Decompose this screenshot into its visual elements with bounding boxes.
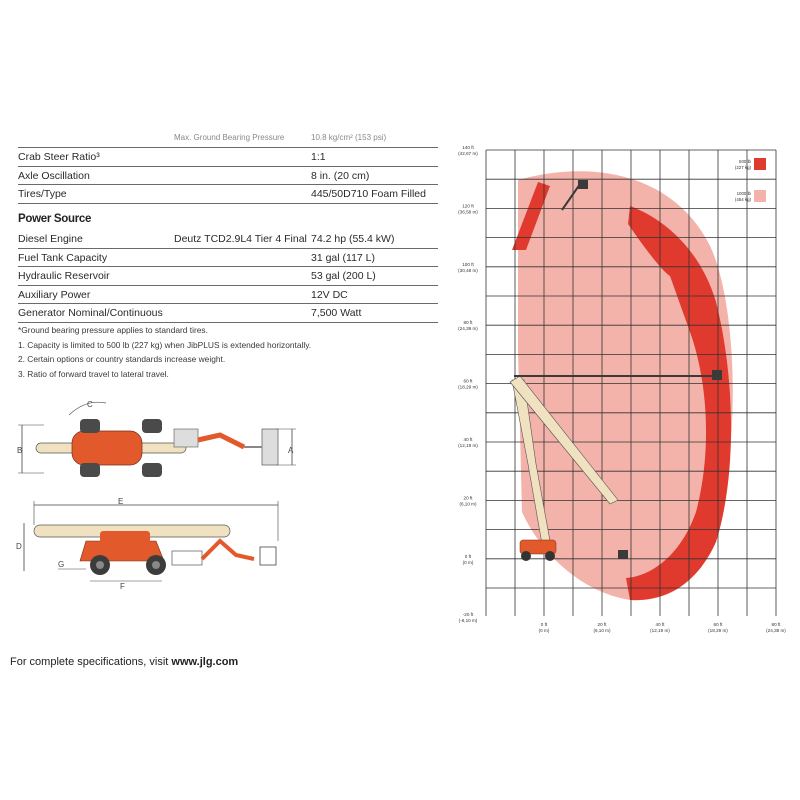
spec-row: Diesel Engine Deutz TCD2.9L4 Tier 4 Final… — [18, 230, 438, 249]
x-axis-tick-label-m: (12,19 m) — [650, 628, 670, 633]
spec-row: Generator Nominal/Continuous 7,500 Watt — [18, 304, 438, 323]
spec-value: 74.2 hp (55.4 kW) — [311, 233, 395, 245]
spec-label: Fuel Tank Capacity — [18, 251, 108, 264]
spec-label: Axle Oscillation — [18, 169, 90, 182]
machine-wheel — [545, 551, 555, 561]
section-title-power-source: Power Source — [18, 213, 92, 225]
spec-row: Auxiliary Power 12V DC — [18, 286, 438, 305]
spec-row-partial: Max. Ground Bearing Pressure 10.8 kg/cm²… — [18, 133, 438, 148]
envelope-500lb-outer-band — [626, 206, 732, 601]
y-axis-tick-label-ft: 80 ft — [464, 320, 474, 325]
y-axis-tick-label-m: (24,38 m) — [458, 326, 478, 331]
y-axis-tick-label-m: (30,48 m) — [458, 268, 478, 273]
y-axis-tick-label-ft: 100 ft — [462, 262, 474, 267]
working-envelope-chart: 140 ft(42,67 m) 120 ft(36,58 m) 100 ft(30,… — [458, 145, 786, 633]
spec-label: Hydraulic Reservoir — [18, 270, 110, 283]
y-axis-tick-label-ft: 60 ft — [464, 379, 474, 384]
note-line: *Ground bearing pressure applies to stan… — [18, 325, 208, 335]
spec-row: Fuel Tank Capacity 31 gal (117 L) — [18, 249, 438, 268]
y-axis-tick-label-ft: 120 ft — [462, 203, 474, 208]
spec-value: 445/50D710 Foam Filled — [311, 188, 426, 201]
x-axis-tick-label-ft: 0 ft — [541, 622, 548, 627]
dim-label-f: F — [120, 582, 125, 591]
legend-label: 1000 lb — [737, 191, 752, 196]
machine-side-view-drawing: E D G F — [16, 497, 279, 591]
spec-label: Generator Nominal/Continuous — [18, 307, 163, 320]
spec-label: Crab Steer Ratio³ — [18, 151, 100, 163]
spec-value: 53 gal (200 L) — [311, 270, 376, 283]
y-axis-tick-label-m: (42,67 m) — [458, 151, 478, 156]
spec-value: 8 in. (20 cm) — [311, 169, 370, 182]
y-axis-tick-label-ft: -20 ft — [463, 612, 474, 617]
spec-notes: *Ground bearing pressure applies to stan… — [18, 323, 311, 381]
x-axis-tick-label-ft: 40 ft — [656, 622, 666, 627]
x-axis-tick-label-ft: 60 ft — [714, 622, 724, 627]
y-axis-tick-label-m: (6,10 m) — [459, 501, 477, 506]
x-axis-tick-label-m: (24,38 m) — [766, 628, 786, 633]
footer-text: For complete specifications, visit www.j… — [10, 656, 238, 668]
spec-model: Deutz TCD2.9L4 Tier 4 Final — [174, 233, 307, 245]
y-axis-tick-label-ft: 140 ft — [462, 145, 474, 150]
note-line: 1. Capacity is limited to 500 lb (227 kg… — [18, 339, 312, 350]
spec-value: 31 gal (117 L) — [311, 251, 376, 264]
spec-label: Diesel Engine — [18, 233, 83, 245]
footer-prefix: For complete specifications, visit — [10, 656, 172, 668]
legend-swatch — [754, 158, 766, 170]
note-line: 3. Ratio of forward travel to lateral tr… — [18, 368, 169, 379]
spec-value: 12V DC — [311, 288, 348, 301]
spec-label: Auxiliary Power — [18, 288, 91, 301]
legend-swatch — [754, 190, 766, 202]
footer-url-link[interactable]: www.jlg.com — [171, 656, 239, 668]
dim-label-c: C — [87, 400, 93, 409]
spec-label: Tires/Type — [18, 188, 67, 201]
machine-wheel — [521, 551, 531, 561]
boom-low-basket — [618, 550, 628, 559]
boom-extended-arm — [509, 375, 619, 505]
legend-label: (227 kg) — [735, 165, 752, 170]
y-axis-tick-label-m: (0 m) — [463, 560, 474, 565]
machine-body — [519, 539, 557, 555]
boom-horizontal-basket — [712, 370, 722, 380]
dim-label-a: A — [288, 446, 294, 455]
note-line: 2. Certain options or country standards … — [18, 354, 226, 364]
y-axis-tick-label-m: (18,29 m) — [458, 385, 478, 390]
spec-partial-label: Max. Ground Bearing Pressure — [174, 133, 285, 142]
dim-label-b: B — [17, 446, 22, 455]
x-axis-tick-label-ft: 80 ft — [772, 622, 782, 627]
x-axis-tick-label-m: (0 m) — [539, 628, 550, 633]
spec-value: 7,500 Watt — [311, 307, 362, 320]
spec-value: 1:1 — [311, 151, 326, 163]
y-axis-tick-label-ft: 40 ft — [464, 437, 474, 442]
spec-row: Crab Steer Ratio³ 1:1 — [18, 148, 438, 167]
spec-table-power: Diesel Engine Deutz TCD2.9L4 Tier 4 Final… — [18, 230, 438, 323]
dim-label-e: E — [118, 497, 123, 506]
y-axis-tick-label-ft: 0 ft — [465, 554, 472, 559]
x-axis-tick-label-m: (18,29 m) — [708, 628, 728, 633]
spec-row: Tires/Type 445/50D710 Foam Filled — [18, 185, 438, 204]
y-axis-tick-label-ft: 20 ft — [464, 495, 474, 500]
x-axis-tick-label-m: (6,10 m) — [593, 628, 611, 633]
y-axis-tick-label-m: (-6,10 m) — [459, 618, 478, 623]
x-axis-tick-label-ft: 20 ft — [598, 622, 608, 627]
envelope-500lb-left-band — [512, 182, 550, 250]
boom-vertical-basket — [578, 180, 588, 189]
spec-partial-value: 10.8 kg/cm² (153 psi) — [311, 133, 387, 142]
dim-label-g: G — [58, 560, 64, 569]
legend-label: 500 lb — [739, 159, 752, 164]
spec-table-top: Max. Ground Bearing Pressure 10.8 kg/cm²… — [18, 133, 438, 204]
spec-row: Axle Oscillation 8 in. (20 cm) — [18, 167, 438, 186]
machine-top-view-drawing: B A C — [17, 400, 296, 477]
y-axis-tick-label-m: (36,58 m) — [458, 209, 478, 214]
legend-label: (454 kg) — [735, 197, 752, 202]
spec-row: Hydraulic Reservoir 53 gal (200 L) — [18, 267, 438, 286]
dim-label-d: D — [16, 542, 22, 551]
y-axis-tick-label-m: (12,19 m) — [458, 443, 478, 448]
